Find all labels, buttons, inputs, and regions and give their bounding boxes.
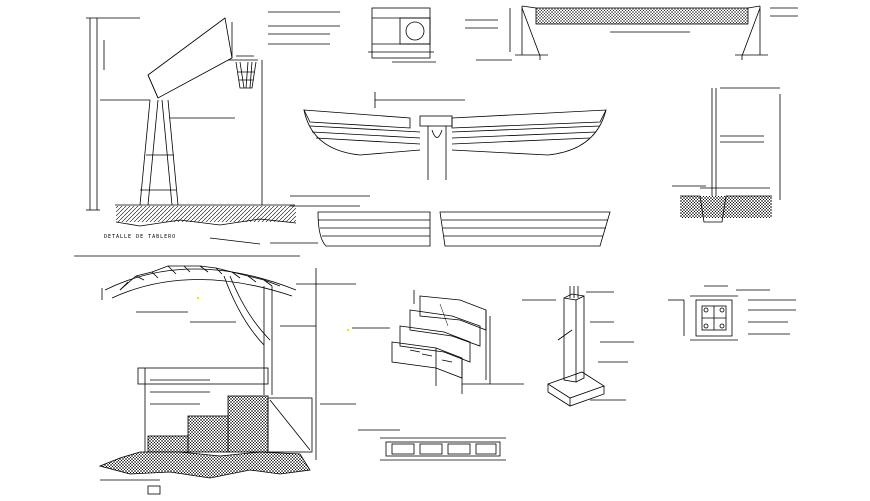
volleyball-net-detail	[476, 5, 798, 61]
detail-caption: DETALLE DE TABLERO	[104, 234, 177, 240]
accent-dot	[346, 328, 350, 332]
bleacher-sections	[270, 195, 611, 247]
roof-truss-elevation	[74, 255, 356, 495]
column-footing-isometric	[522, 286, 634, 407]
canopy-section-detail	[303, 92, 607, 180]
backboard-front-detail	[268, 7, 498, 63]
accent-dot	[196, 296, 200, 300]
hoop-elevation-detail	[86, 17, 297, 245]
base-plate-detail	[668, 285, 796, 341]
net-post-footing-detail	[672, 87, 781, 223]
bleacher-isometric-detail	[352, 290, 524, 394]
bench-elevation-strip	[358, 429, 506, 461]
accent-marks	[196, 296, 350, 332]
